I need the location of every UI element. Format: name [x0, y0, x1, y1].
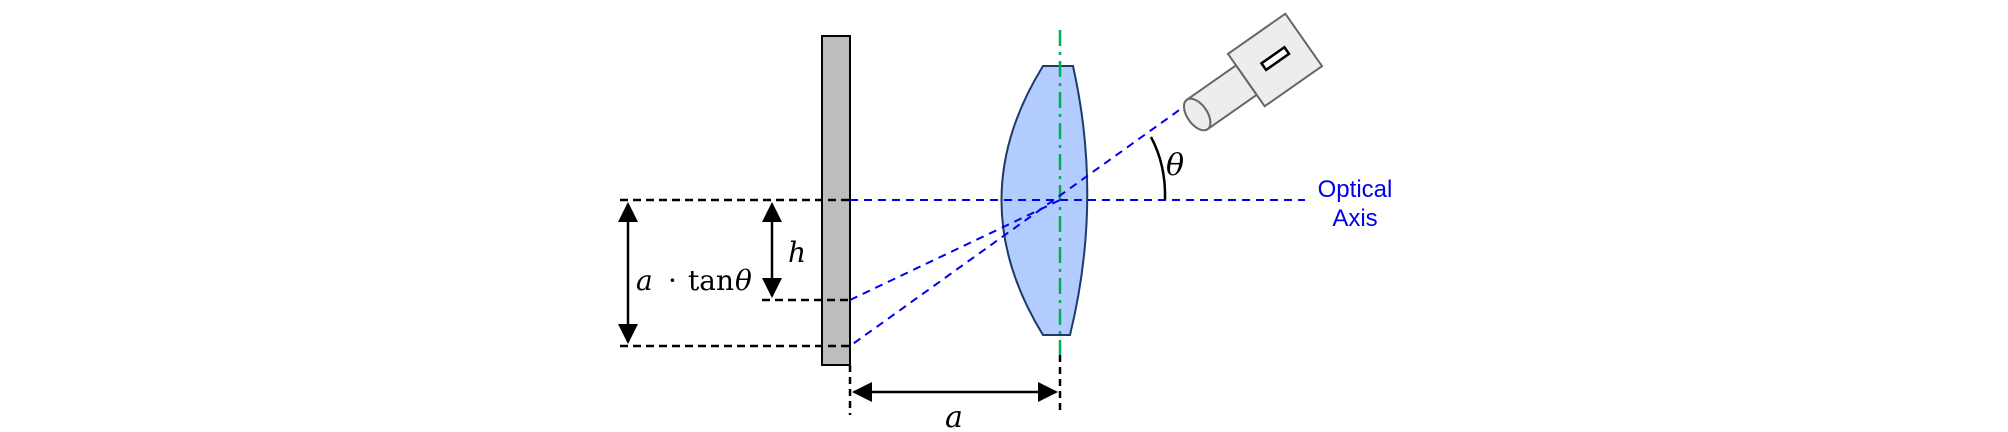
theta-arc [1149, 136, 1167, 201]
label-theta: θ [1166, 148, 1184, 183]
label-h: h [788, 236, 806, 269]
label-a-factor: a [636, 264, 653, 297]
label-dot: · [668, 264, 677, 297]
ray-to-h [849, 199, 1061, 301]
label-optical-axis-line2: Axis [1332, 205, 1377, 232]
camera-icon [1183, 12, 1324, 132]
label-optical-axis-line1: Optical [1318, 176, 1393, 203]
lens [1000, 65, 1089, 336]
label-theta-formula: θ [735, 264, 752, 297]
label-a-distance: a [945, 400, 963, 432]
label-tan: tan [688, 264, 734, 297]
